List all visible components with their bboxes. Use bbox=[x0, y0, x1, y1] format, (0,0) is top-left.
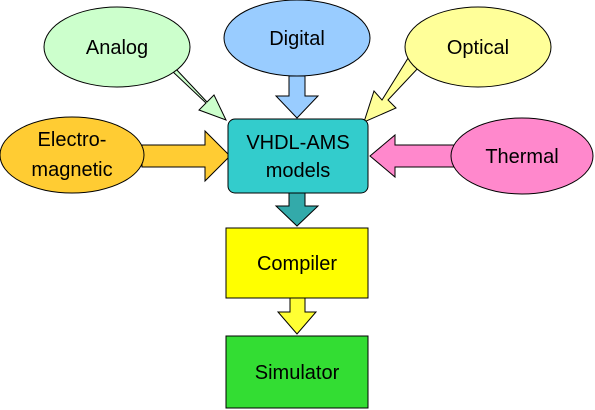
arrow-analog-to-models bbox=[171, 67, 227, 121]
arrow-compiler-to-simulator bbox=[276, 297, 318, 335]
arrow-digital-to-models bbox=[274, 75, 320, 119]
node-models-label-line1: VHDL-AMS bbox=[246, 132, 349, 154]
arrow-optical-to-models bbox=[363, 54, 421, 123]
node-thermal-label: Thermal bbox=[485, 146, 558, 168]
node-digital bbox=[223, 0, 371, 77]
node-simulator-label: Simulator bbox=[255, 362, 340, 384]
node-digital-label: Digital bbox=[269, 28, 325, 50]
arrow-thermal-to-models bbox=[369, 133, 461, 179]
node-optical-label: Optical bbox=[447, 37, 509, 59]
node-analog-label: Analog bbox=[86, 37, 148, 59]
node-compiler bbox=[225, 227, 369, 299]
node-electromagnetic-label-line2: magnetic bbox=[31, 159, 112, 181]
node-compiler-label: Compiler bbox=[257, 253, 337, 275]
node-analog bbox=[43, 6, 191, 88]
node-models-label-line2: models bbox=[266, 160, 330, 182]
node-optical bbox=[404, 6, 552, 88]
node-simulator bbox=[225, 335, 369, 409]
arrow-models-to-compiler bbox=[274, 192, 320, 227]
node-thermal bbox=[450, 117, 594, 195]
arrow-electromagnetic-to-models bbox=[141, 129, 231, 183]
node-electromagnetic-label-line1: Electro- bbox=[38, 129, 107, 151]
node-electromagnetic bbox=[0, 116, 145, 194]
node-models bbox=[227, 118, 369, 194]
